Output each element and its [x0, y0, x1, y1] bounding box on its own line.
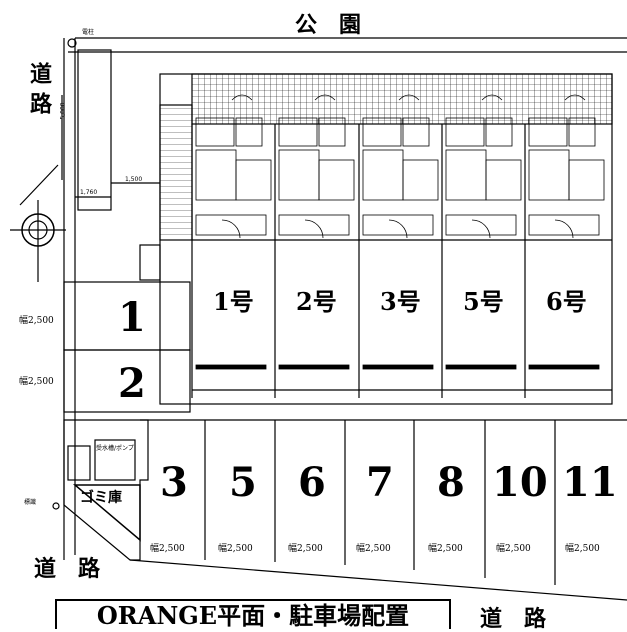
dimension-label-1760: 1,760: [80, 189, 98, 196]
unit-6-interior: [528, 94, 605, 370]
water-tank-label: 受水槽/ポンプ: [96, 445, 134, 452]
unit-label: 1号: [213, 287, 254, 316]
parking-number-7: 7: [366, 459, 394, 506]
parking-width-6: 幅2,500: [288, 544, 323, 554]
sign-label: 標識: [24, 499, 37, 506]
unit-5-interior: [445, 94, 522, 370]
road-bottom-left-label: 道 路: [34, 556, 101, 582]
parking-width-3: 幅2,500: [150, 544, 185, 554]
unit-3-interior: [362, 94, 439, 370]
unit-label: 2号: [296, 287, 337, 316]
unit-label: 5号: [463, 287, 504, 316]
stair-area: [159, 104, 193, 241]
parking-number-3: 3: [160, 459, 188, 506]
parking-number-10: 10: [492, 459, 548, 506]
unit-label: 3号: [380, 287, 421, 316]
parking-width-11: 幅2,500: [565, 544, 600, 554]
parking-number-5: 5: [229, 459, 257, 506]
parking-width-7: 幅2,500: [356, 544, 391, 554]
dimension-label-1500: 1,500: [125, 176, 143, 183]
parking-number-11: 11: [562, 459, 618, 506]
unit-label: 6号: [546, 287, 587, 316]
parking-number-1: 1: [118, 294, 146, 341]
parking-width-1: 幅2,500: [19, 316, 54, 326]
utility-pole-marker: [67, 38, 77, 48]
parking-number-8: 8: [437, 459, 465, 506]
parking-number-6: 6: [298, 459, 326, 506]
parking-width-5: 幅2,500: [218, 544, 253, 554]
unit-1-interior: [195, 94, 272, 370]
parking-number-2: 2: [118, 360, 146, 407]
park-label: 公 園: [295, 12, 362, 38]
dimension-label-5000: 5,000: [59, 102, 67, 120]
garbage-storage-label: ゴミ庫: [80, 490, 122, 506]
road-bottom-right-label: 道 路: [480, 606, 547, 632]
road-left-label: 道路: [26, 62, 52, 122]
parking-width-8: 幅2,500: [428, 544, 463, 554]
parking-width-2: 幅2,500: [19, 377, 54, 387]
parking-width-10: 幅2,500: [496, 544, 531, 554]
plan-caption: ORANGE平面・駐車場配置: [55, 599, 451, 630]
utility-pole-label: 電柱: [82, 29, 95, 36]
sign-marker: [52, 502, 60, 510]
parking-slot-2-outline: [63, 349, 191, 413]
unit-2-interior: [278, 94, 355, 370]
